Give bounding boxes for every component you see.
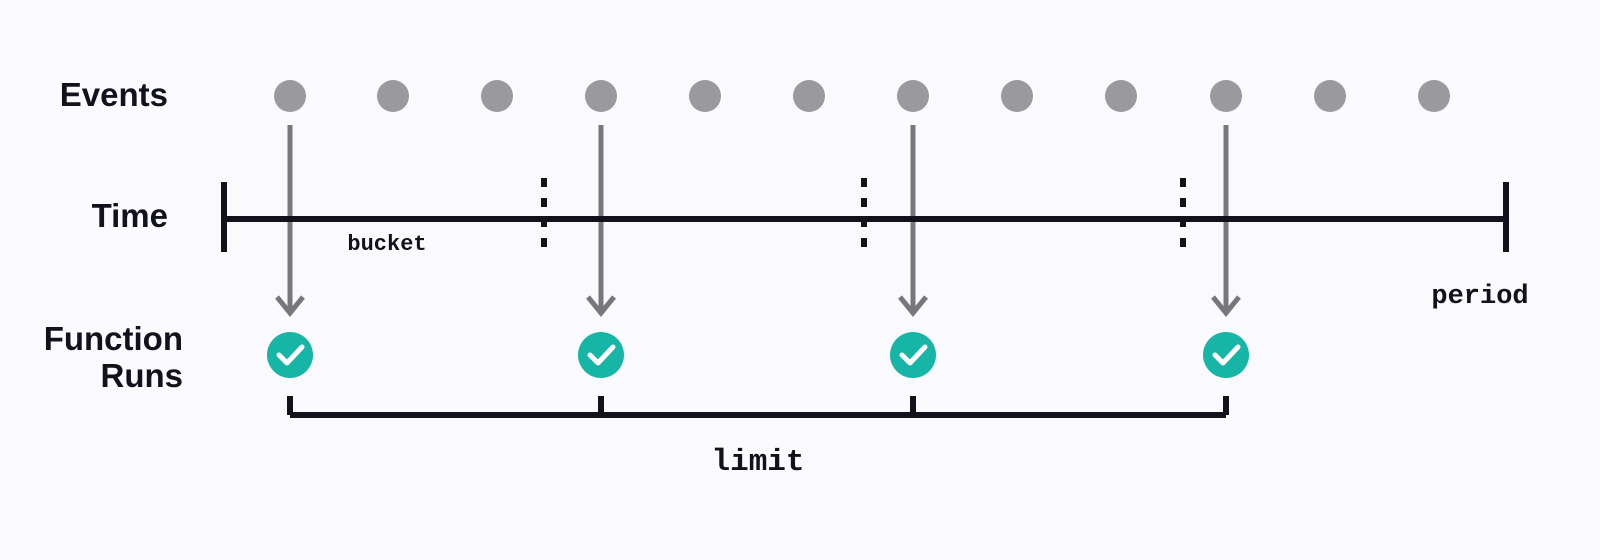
- event-dot: [793, 80, 825, 112]
- event-dot: [689, 80, 721, 112]
- event-dot: [585, 80, 617, 112]
- run-circle: [890, 332, 936, 378]
- event-dot: [1105, 80, 1137, 112]
- arrow-down-icon: [898, 295, 928, 317]
- event-dot: [1210, 80, 1242, 112]
- event-dot: [1001, 80, 1033, 112]
- row-label-function-runs-line2: Runs: [101, 357, 184, 394]
- row-label-time: Time: [92, 197, 168, 234]
- event-dot: [377, 80, 409, 112]
- function-run-group: [267, 332, 1249, 378]
- bucket-divider-group: [541, 178, 1186, 252]
- period-label: period: [1431, 282, 1528, 312]
- arrow-down-icon: [586, 295, 616, 317]
- bucket-label: bucket: [347, 232, 426, 257]
- run-circle: [267, 332, 313, 378]
- function-run-marker[interactable]: [1203, 332, 1249, 378]
- run-circle: [578, 332, 624, 378]
- event-dot: [481, 80, 513, 112]
- event-dot: [1418, 80, 1450, 112]
- row-label-function-runs-line1: Function: [44, 320, 183, 357]
- event-dot: [1314, 80, 1346, 112]
- function-run-marker[interactable]: [267, 332, 313, 378]
- function-run-marker[interactable]: [890, 332, 936, 378]
- arrow-down-icon: [1211, 295, 1241, 317]
- arrow-down-icon: [275, 295, 305, 317]
- event-dot: [897, 80, 929, 112]
- function-run-marker[interactable]: [578, 332, 624, 378]
- limit-label: limit: [711, 445, 804, 480]
- check-icon: [1212, 344, 1241, 366]
- check-icon: [587, 344, 616, 366]
- check-icon: [899, 344, 928, 366]
- row-label-events: Events: [60, 76, 168, 113]
- run-circle: [1203, 332, 1249, 378]
- limit-bracket: [287, 396, 1229, 418]
- check-icon: [276, 344, 305, 366]
- event-dot-group: [274, 80, 1450, 112]
- event-dot: [274, 80, 306, 112]
